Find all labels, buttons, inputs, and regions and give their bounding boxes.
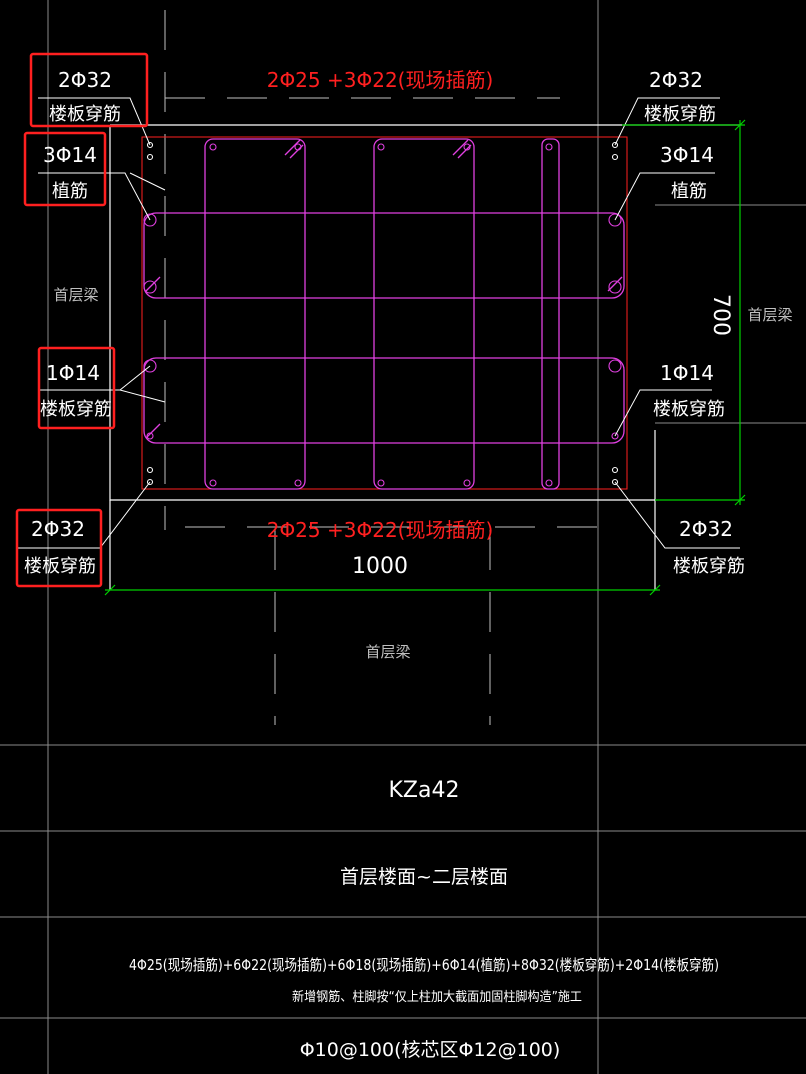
leader-lines <box>18 97 740 549</box>
corner-tr-desc: 楼板穿筋 <box>644 104 716 125</box>
corner-tr-count: 2Φ32 <box>649 68 703 92</box>
mid-left-desc: 楼板穿筋 <box>40 399 112 420</box>
dimension-height: 700 <box>708 294 733 336</box>
rebar-bars <box>143 141 622 487</box>
beam-right-label: 首层梁 <box>747 306 792 324</box>
bottom-rebar-label: 2Φ25 +3Φ22(现场插筋) <box>267 518 494 542</box>
plant-right-count: 3Φ14 <box>660 143 714 167</box>
top-rebar-label: 2Φ25 +3Φ22(现场插筋) <box>267 68 494 92</box>
corner-br-desc: 楼板穿筋 <box>673 556 745 577</box>
rebar-spec-line2: 新增钢筋、柱脚按“仅上柱加大截面加固柱脚构造”施工 <box>292 989 582 1005</box>
mid-right-count: 1Φ14 <box>660 361 714 385</box>
stirrup-grid <box>143 138 625 490</box>
stirrup-hooks <box>145 139 623 439</box>
beam-left-label: 首层梁 <box>53 286 98 304</box>
corner-bl-count: 2Φ32 <box>31 517 85 541</box>
floor-range: 首层楼面~二层楼面 <box>340 866 508 888</box>
dimension-lines <box>104 119 746 596</box>
corner-tl-count: 2Φ32 <box>58 68 112 92</box>
plant-right-desc: 植筋 <box>671 181 707 202</box>
beam-dashed-lines <box>164 10 600 725</box>
mid-right-desc: 楼板穿筋 <box>653 399 725 420</box>
rebar-spec-line1: 4Φ25(现场插筋)+6Φ22(现场插筋)+6Φ18(现场插筋)+6Φ14(植筋… <box>129 956 719 974</box>
column-id: KZa42 <box>389 778 460 803</box>
highlight-boxes <box>15 52 149 588</box>
dimension-width: 1000 <box>352 554 408 579</box>
beam-bottom-label: 首层梁 <box>365 643 410 661</box>
corner-br-count: 2Φ32 <box>679 517 733 541</box>
rebar-boundary <box>141 136 628 490</box>
plant-left-count: 3Φ14 <box>43 143 97 167</box>
mid-left-count: 1Φ14 <box>46 361 100 385</box>
stirrup-spec: Φ10@100(核芯区Φ12@100) <box>300 1039 561 1061</box>
corner-bl-desc: 楼板穿筋 <box>24 556 96 577</box>
plant-left-desc: 植筋 <box>52 181 88 202</box>
corner-tl-desc: 楼板穿筋 <box>49 104 121 125</box>
